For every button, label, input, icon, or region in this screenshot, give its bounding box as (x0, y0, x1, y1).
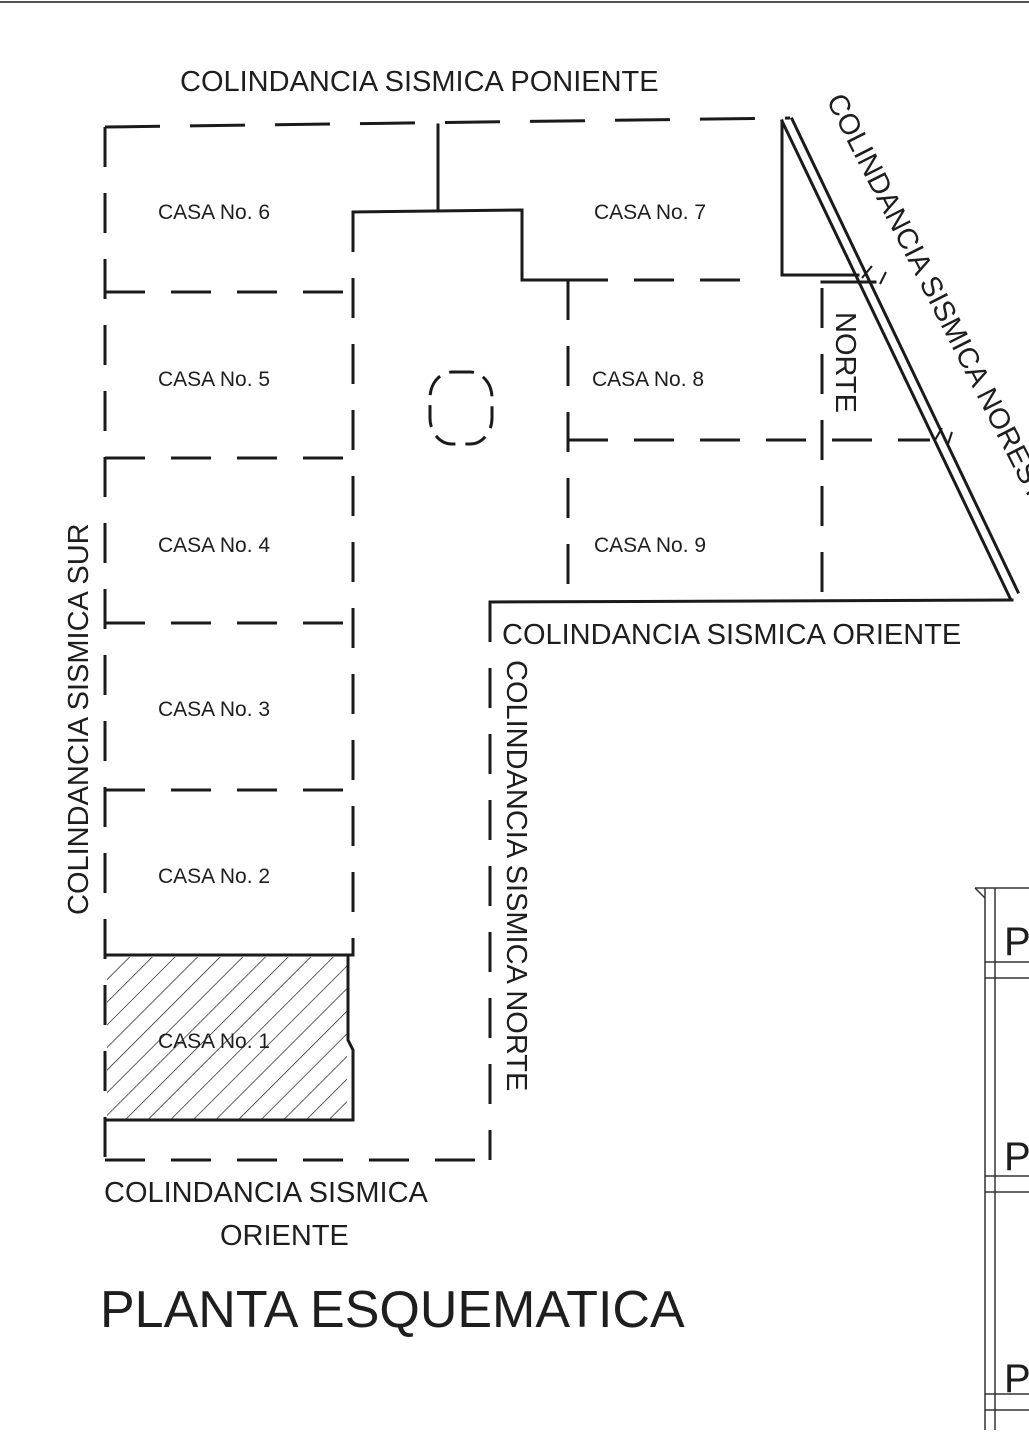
house-label-7: CASA No. 7 (594, 201, 706, 224)
site-boundary (103, 116, 1021, 1162)
house-label-1: CASA No. 1 (158, 1030, 270, 1053)
side-panel: P P P (974, 887, 1029, 1430)
boundary-label-oriente-bottom-1: COLINDANCIA SISMICA (104, 1177, 429, 1209)
house-label-2: CASA No. 2 (158, 865, 270, 888)
boundary-label-oriente-bottom-2: ORIENTE (220, 1220, 349, 1252)
side-panel-letter-2: P (1004, 1135, 1029, 1179)
house-label-5: CASA No. 5 (158, 368, 270, 391)
house-label-3: CASA No. 3 (158, 698, 270, 721)
house-label-8: CASA No. 8 (592, 368, 704, 391)
boundary-label-oriente-right: COLINDANCIA SISMICA ORIENTE (502, 619, 961, 651)
boundary-label-sur: COLINDANCIA SISMICA SUR (63, 523, 95, 915)
house-label-6: CASA No. 6 (158, 201, 270, 224)
boundary-label-norte: COLINDANCIA SISMICA NORTE (500, 660, 532, 1091)
boundary-label-poniente: COLINDANCIA SISMICA PONIENTE (180, 66, 659, 98)
boundary-label-noreste: COLINDANCIA SISMICA NORESTE (820, 89, 1029, 523)
house-label-9: CASA No. 9 (594, 534, 706, 557)
house-1-hatch (107, 957, 347, 1119)
boundary-label-norte-small: NORTE (829, 312, 861, 413)
plan-title: PLANTA ESQUEMATICA (100, 1281, 685, 1339)
interior-walls (103, 119, 953, 1122)
fountain-outline (428, 370, 494, 446)
house-label-4: CASA No. 4 (158, 534, 270, 557)
side-panel-letter-1: P (1004, 920, 1029, 964)
side-panel-letter-3: P (1004, 1357, 1029, 1401)
